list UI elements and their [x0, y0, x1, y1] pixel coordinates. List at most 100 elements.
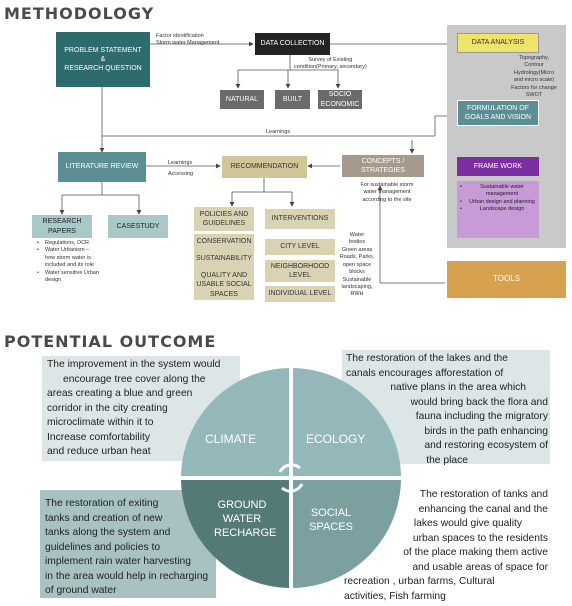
- analysis-note: Contour: [524, 62, 544, 69]
- analysis-notes: Topography, Contour Hydrology(Micro and …: [505, 55, 563, 100]
- water-note-line: Green areas: [341, 246, 373, 253]
- water-note-line: landscaping,: [341, 283, 373, 290]
- methodology-connectors: [59, 41, 500, 284]
- casestudy-box: CASESTUDY: [108, 215, 168, 238]
- concepts-note-line: For sustainable storm: [360, 182, 414, 188]
- climate-label: CLIMATE: [205, 432, 257, 446]
- factor-label: Factor identification Storm water Manage…: [156, 33, 219, 48]
- water-note-line: Water: [349, 232, 365, 238]
- social-text-line: and usable areas of space for: [412, 561, 548, 573]
- analysis-note: Topography,: [519, 55, 549, 61]
- ecology-text: The restoration of the lakes and the can…: [346, 352, 548, 468]
- survey-label: Survey of Existing condition(Primary, se…: [294, 57, 367, 72]
- learnings-top-label: Learnings: [266, 129, 291, 135]
- social-text-line: The restoration of tanks and: [419, 489, 548, 500]
- data-collection-box: DATA COLLECTION: [255, 33, 330, 55]
- ecology-text-line: would bring back the flora and: [410, 396, 548, 408]
- ecology-label: ECOLOGY: [306, 432, 366, 446]
- policy-item: CONSERVATION: [196, 238, 252, 246]
- research-bullet: Water sensitive Urban design: [37, 270, 99, 285]
- ecology-text-line: birds in the path enhancing: [424, 425, 548, 437]
- survey-label-line: Survey of Existing: [308, 57, 353, 63]
- formulation-line: FORMULATION OF: [466, 104, 530, 112]
- ecology-text-line: canals encourages afforestation of: [346, 367, 504, 379]
- research-bullets: Regulations, DCR Water Urbanism – how st…: [37, 240, 99, 285]
- ground-water-text: The restoration of exiting tanks and cre…: [45, 497, 208, 599]
- ground-water-text-line: The restoration of exiting: [45, 498, 159, 509]
- climate-text-line: Increase comfortability: [47, 431, 151, 443]
- framework-item: Sustainable water management: [460, 184, 536, 199]
- concepts-note-line: according to the site: [362, 196, 412, 203]
- ground-water-text-line: implement rain water harvesting: [45, 556, 191, 567]
- concepts-note: For sustainable storm water management a…: [347, 182, 427, 204]
- outcome-circle: [180, 368, 402, 588]
- concepts-note-line: water management: [363, 189, 411, 196]
- research-papers-line: PAPERS: [48, 227, 76, 235]
- learnings-mid-label: Learnings: [168, 160, 193, 166]
- ground-water-text-line: tanks along the system and: [45, 527, 171, 538]
- social-spaces-label-line: SOCIAL: [310, 507, 352, 519]
- ecology-text-line: fauna including the migratory: [415, 411, 548, 422]
- level-box: NEIGHBORHOOD LEVEL: [265, 260, 335, 282]
- ecology-text-line: native plans in the area which: [390, 382, 526, 393]
- water-note: Water bodies Green areas Roads, Parks, o…: [336, 232, 378, 299]
- tools-box: TOOLS: [447, 261, 566, 298]
- water-note-line: Roads, Parks,: [339, 254, 375, 261]
- climate-text-line: encourage tree cover along the: [63, 373, 206, 385]
- water-note-line: Sustainable: [342, 276, 372, 283]
- factor-label-line: Factor identification: [156, 33, 204, 39]
- ground-water-label: GROUND WATER RECHARGE: [214, 498, 277, 540]
- policies-line: GUIDELINES: [202, 220, 246, 227]
- analysis-note: SWOT: [525, 92, 543, 99]
- framework-item: Urban design and planning: [460, 199, 536, 207]
- framework-items: Sustainable water management Urban desig…: [457, 181, 539, 238]
- data-analysis-box: DATA ANALYSIS: [457, 33, 539, 53]
- problem-statement-line: RESEARCH QUESTION: [64, 65, 142, 73]
- policy-item: QUALITY AND USABLE SOCIAL SPACES: [196, 272, 252, 298]
- ground-water-text-line: in the area would help in recharging: [45, 570, 209, 582]
- climate-text: The improvement in the system would enco…: [47, 358, 220, 460]
- water-note-line: blocks: [349, 269, 365, 276]
- outcome-heading: POTENTIAL OUTCOME: [4, 332, 217, 351]
- research-papers-line: RESEARCH: [42, 218, 82, 226]
- social-text-line: of the place making them active: [403, 547, 548, 558]
- built-box: BUILT: [275, 90, 310, 109]
- social-text: The restoration of tanks and enhancing t…: [344, 488, 548, 604]
- social-text-line: enhancing the canal and the: [418, 503, 548, 515]
- ground-water-label-line: RECHARGE: [214, 527, 277, 539]
- concepts-line: CONCEPTS /: [361, 157, 405, 165]
- framework-item: Landscape design: [460, 206, 536, 214]
- water-note-line: RWH: [350, 291, 364, 298]
- ground-water-text-line: of ground water: [45, 585, 117, 596]
- policy-item: SUSTAINABILITY: [196, 255, 252, 263]
- level-box: INDIVIDUAL LEVEL: [265, 286, 335, 302]
- ground-water-text-line: guidelines and policies to: [45, 541, 161, 553]
- ecology-text-line: The restoration of the lakes and the: [346, 353, 508, 364]
- level-box: CITY LEVEL: [265, 239, 335, 255]
- cycle-arrows-icon: [278, 463, 304, 493]
- problem-statement-box: PROBLEM STATEMENT & RESEARCH QUESTION: [56, 32, 150, 87]
- survey-label-line: condition(Primary, secondary): [294, 64, 367, 71]
- problem-statement-line: PROBLEM STATEMENT: [64, 46, 142, 54]
- climate-text-line: areas creating a blue and green: [47, 388, 193, 399]
- ground-water-text-line: tanks and creation of new: [45, 512, 163, 524]
- climate-text-line: and reduce urban heat: [47, 446, 151, 457]
- ground-water-label-line: WATER: [222, 513, 262, 525]
- social-text-line: lakes would give quality: [413, 518, 522, 529]
- climate-text-line: microclimate within it to: [47, 417, 154, 428]
- literature-review-box: LITERATURE REVIEW: [58, 152, 146, 182]
- research-bullet: Regulations, DCR: [37, 240, 99, 248]
- socio-line: ECONOMIC: [320, 100, 360, 108]
- social-text-line: urban spaces to the residents: [412, 532, 548, 544]
- ground-water-label-line: GROUND: [217, 499, 267, 511]
- social-text-line: recreation , urban farms, Cultural: [344, 576, 495, 587]
- natural-box: NATURAL: [220, 90, 264, 109]
- concepts-box: CONCEPTS / STRATEGIES: [342, 155, 424, 177]
- social-text-line: activities, Fish farming: [344, 590, 446, 602]
- socio-line: SOCIO: [328, 91, 352, 99]
- social-spaces-label-line: SPACES: [309, 521, 353, 533]
- research-bullet: Water Urbanism – how storm water is incl…: [37, 247, 99, 269]
- climate-text-line: The improvement in the system would: [47, 359, 221, 370]
- concepts-line: STRATEGIES: [361, 167, 405, 174]
